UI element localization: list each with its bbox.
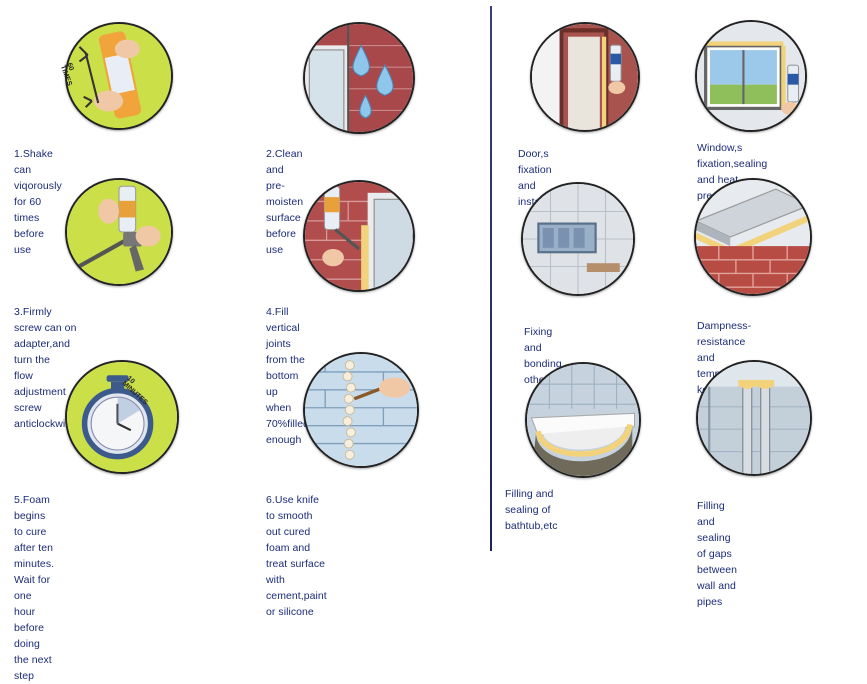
- pipes-icon: [696, 360, 812, 476]
- application-pipes-caption: Filling and sealing of gaps between wall…: [697, 500, 738, 608]
- step-1-caption: 1.Shake can viqorously for 60 times befo…: [14, 148, 62, 256]
- door-frame-icon: [530, 22, 640, 132]
- window-icon: [695, 20, 807, 132]
- foam-gun-icon: [65, 178, 173, 286]
- brick-wall-icon: [694, 178, 812, 296]
- filling-joint-icon: [303, 180, 415, 292]
- bathtub-icon: [525, 362, 641, 478]
- wall-box-icon: [521, 182, 635, 296]
- shaking-can-icon: [65, 22, 173, 130]
- column-divider: [490, 6, 492, 551]
- step-5-caption: 5.Foam begins to cure after ten minutes.…: [14, 494, 55, 682]
- water-drops-icon: [303, 22, 415, 134]
- application-fixing-caption: Fixing and bonding others: [524, 326, 562, 386]
- step-3-caption: 3.Firmly screw can on adapter,and turn t…: [14, 306, 77, 430]
- application-bathtub-caption: Filling and sealing of bathtub,etc: [505, 488, 558, 532]
- step-2-caption: 2.Clean and pre-moisten surface before u…: [266, 148, 304, 256]
- stopwatch-icon: [65, 360, 179, 474]
- knife-trim-icon: [303, 352, 419, 468]
- step-6-caption: 6.Use knife to smooth out cured foam and…: [266, 494, 327, 618]
- step-4-caption: 4.Fill vertical joints from the bottom u…: [266, 306, 310, 446]
